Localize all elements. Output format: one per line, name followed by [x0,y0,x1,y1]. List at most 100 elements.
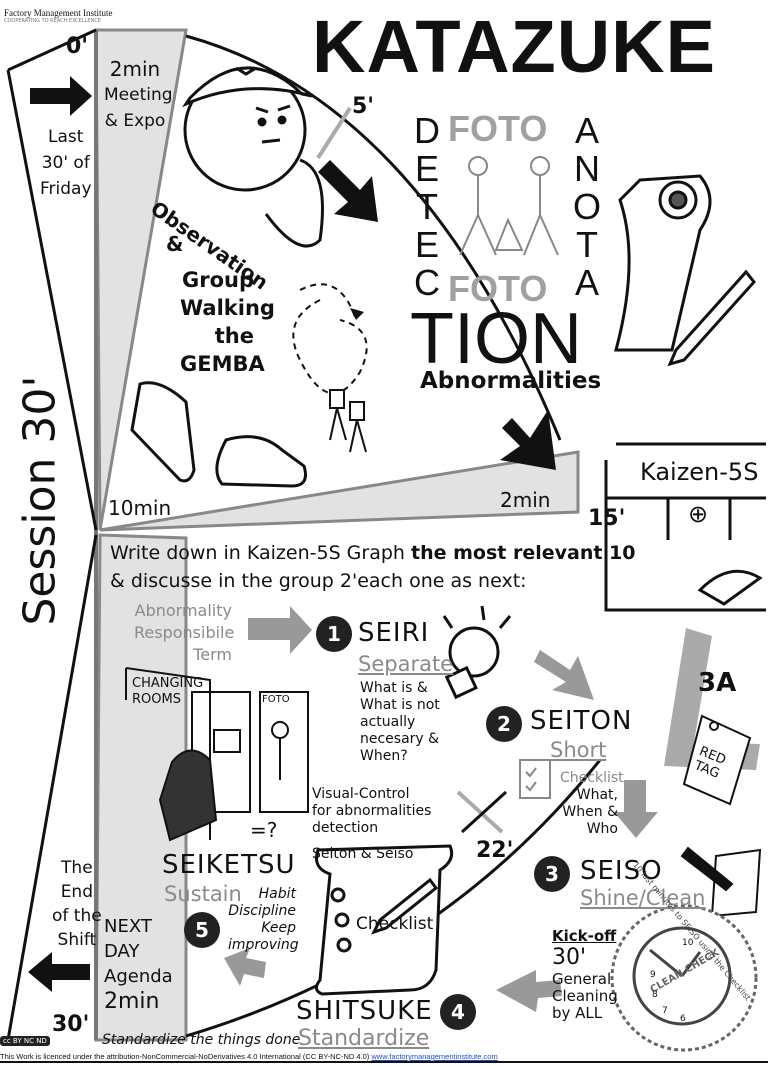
step-1-note-line: What is & [360,680,428,696]
start-note-line: Last [48,127,84,147]
footer-url-link[interactable]: www.factorymanagementinstitute.com [371,1052,498,1061]
anota-column: A N O T A [572,112,602,302]
kaizen-graph-box [604,442,766,612]
clock-num-6: 6 [680,1014,686,1024]
start-note-line: 30' of [41,153,90,173]
step-2-note-line: Checklist [560,770,624,786]
kaizen-graph-symbol: ⊕ [688,500,709,528]
anota-letter: N [574,148,600,189]
meeting-line: 2min [109,57,161,81]
step-2-note-line: Who [586,821,618,837]
step-2-note-line: When & [562,804,618,820]
step-2-name: SEITON [530,706,633,736]
visual-control-label: Visual-Control for abnormalities detecti… [312,786,431,837]
checklist-scroll-label: Checklist [356,914,434,934]
abnormality-line: Responsibile [134,623,235,642]
red-tag-icon [682,714,752,806]
step-5-name: SEIKETSU [162,850,296,880]
end-time: 30' [52,1012,90,1037]
changing-rooms-drawing [125,667,309,842]
walk-duration: 10min [108,496,172,520]
next-day-line: 2min [104,989,160,1014]
group-line: Group [181,268,254,292]
checklist-doc-icon [519,759,551,799]
clean-check-clock [610,904,758,1052]
notepad-scroll-icon [614,174,756,367]
next-day-line: DAY [104,941,140,962]
meeting-line: & Expo [104,111,166,131]
instruction-prefix: Write down in Kaizen-5S Graph [110,542,411,564]
step-4-sub: Standardize [298,1026,430,1051]
arrow-down-icon [500,410,556,470]
end-arrow-icon [28,952,90,992]
logo: Factory Management Institute COOPERATING… [4,8,112,24]
group-line: Walking [180,296,275,320]
seiso-paper-icon [680,846,762,918]
kickoff-line: by ALL [552,1004,603,1022]
step-1-badge: 1 [316,616,352,652]
mark-22: 22' [476,838,514,863]
step-1-name: SEIRI [358,618,430,648]
visual-control-line: detection [312,820,379,836]
tion-label: TION [410,299,582,379]
step-3-badge: 3 [534,856,570,892]
anota-letter: A [574,262,599,303]
group-line: the [214,324,254,348]
standardize-note: Standardize the things done [102,1032,301,1048]
kickoff-block: Kick-off 30' General Cleaning by ALL [552,928,618,1022]
anota-letter: O [572,186,601,227]
step-2-sub: Short [550,738,607,762]
meeting-block: 2min Meeting & Expo [104,56,173,134]
step-arrows [224,606,658,1012]
observation-amp: & [166,232,184,256]
changing-rooms-line: ROOMS [132,692,181,707]
compare-symbol: =? [250,818,278,842]
step-5-note: Habit Discipline Keep improving [228,886,299,954]
step-5-sub: Sustain [164,882,242,906]
arrow-to-detection-icon [318,160,378,222]
step-1-note-line: actually [360,714,416,730]
next-day-block: NEXT DAY Agenda 2min [104,914,173,1014]
anota-letter: A [574,110,599,151]
walking-shoes-icon [130,381,307,488]
dete-letter: C [414,262,440,303]
step-2-note-line: What, [576,787,618,803]
abnormality-block: Abnormality Responsibile Term [134,600,235,666]
end-note-line: of the [52,906,102,926]
dete-letter: D [414,110,440,151]
step-1-sub: Separate [358,652,454,676]
step-1-note-line: When? [360,748,408,764]
step-3-sub: Shine/Clean [580,886,706,910]
dete-letter: T [416,186,438,227]
next-day-line: Agenda [104,966,173,987]
footer-license: This Work is licenced under the attribut… [0,1052,498,1061]
logo-tagline: COOPERATING TO REACH EXCELLENCE [4,18,101,24]
instruction-bold: the most relevant 10 [411,542,636,564]
lightbulb-icon [442,605,512,700]
step-5-note-line: Habit [258,886,296,902]
start-note: Last 30' of Friday [40,124,92,202]
clock-num-7: 7 [662,1006,668,1016]
step-5-note-line: improving [228,937,299,953]
start-arrow-icon [30,76,92,116]
kickoff-line: Cleaning [552,987,618,1005]
walking-people-icon [329,389,367,453]
step-1-note-line: What is not [360,697,440,713]
end-note: The End of the Shift [52,856,102,952]
detection-wedge [99,450,580,532]
observer-character-icon [181,66,324,248]
start-time: 0' [66,34,89,59]
instruction-line2: & discusse in the group 2'each one as ne… [110,570,527,592]
end-note-line: End [60,882,93,902]
foto-top: FOTO [448,108,548,149]
kickoff-title: Kick-off [552,927,617,945]
instruction-line1: Write down in Kaizen-5S Graph the most r… [110,542,636,564]
page-title: KATAZUKE [312,5,716,88]
abnormality-line: Abnormality [134,601,232,620]
dete-letter: E [414,224,439,265]
checklist-scroll-icon [315,844,454,996]
group-walking: Group Walking the GEMBA [180,266,275,378]
anota-letter: T [576,224,598,265]
mark-5: 5' [352,94,375,119]
